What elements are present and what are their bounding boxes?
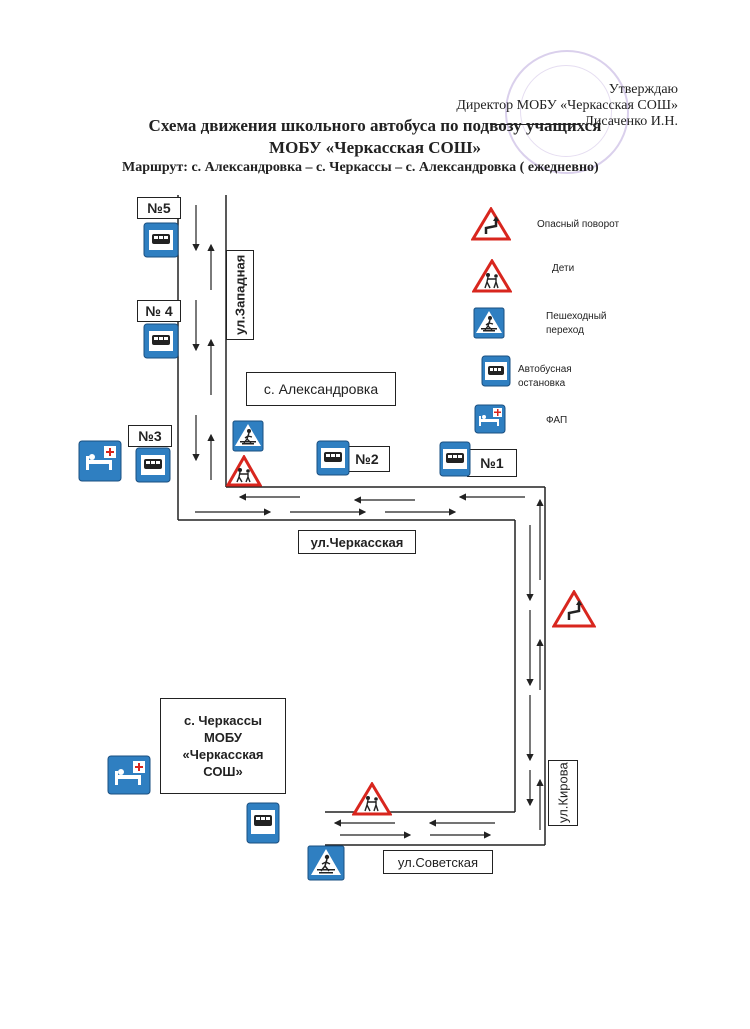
route-description: Маршрут: с. Александровка – с. Черкассы …: [122, 160, 599, 175]
dangerous-turn-sign-kirova: [552, 590, 596, 628]
bus-stop-sign-5: [143, 222, 179, 258]
stop-3-label: №3: [128, 425, 172, 447]
fap-sign-aleksandrovka: [78, 440, 122, 482]
school-line-1: с. Черкассы: [183, 713, 263, 728]
bus-stop-sign-2: [316, 440, 350, 476]
legend-crossing-icon: [473, 307, 505, 339]
legend-crossing-label: Пешеходный переход: [546, 310, 606, 338]
bus-stop-sign-4: [143, 323, 179, 359]
children-sign-school: [352, 782, 392, 816]
direction-arrows: [192, 205, 544, 839]
approval-line-3: Лисаченко И.Н.: [456, 114, 678, 130]
bus-stop-sign-1: [439, 441, 471, 477]
stop-2-label: №2: [344, 446, 390, 472]
legend-dangerous-turn-label: Опасный поворот: [537, 219, 620, 230]
legend-children-icon: [472, 259, 512, 293]
village-cherkassy-school: с. Черкассы МОБУ «Черкасская СОШ»: [160, 698, 286, 794]
school-line-4: СОШ»: [203, 764, 243, 779]
crossing-sign-aleksandrovka: [232, 420, 264, 452]
approval-block: Утверждаю Директор МОБУ «Черкасская СОШ»…: [456, 82, 678, 130]
school-line-3: «Черкасская: [182, 747, 264, 762]
fap-sign-cherkassy: [107, 755, 151, 795]
street-cherkasskaya: ул.Черкасская: [298, 530, 416, 554]
legend-children-label: Дети: [552, 263, 575, 274]
legend-bus-stop-line-1: Автобусная: [518, 364, 572, 375]
bus-stop-sign-3: [135, 447, 171, 483]
street-sovetskaya: ул.Советская: [383, 850, 493, 874]
legend-bus-stop-icon: [481, 355, 511, 387]
street-zapadnaya: ул.Западная: [226, 250, 254, 340]
street-kirova: ул.Кирова: [548, 760, 578, 826]
legend-crossing-line-2: переход: [546, 325, 584, 336]
legend-crossing-line-1: Пешеходный: [546, 311, 607, 322]
stop-5-label: №5: [137, 197, 181, 219]
children-sign-aleksandrovka: [226, 455, 262, 487]
bus-stop-sign-school: [246, 802, 280, 844]
official-stamp: [505, 50, 629, 174]
official-stamp-inner: [520, 65, 612, 157]
legend-bus-stop-line-2: остановка: [518, 378, 566, 389]
approval-line-1: Утверждаю: [608, 82, 678, 97]
page-title: Схема движения школьного автобуса по под…: [148, 116, 602, 135]
page-subtitle: МОБУ «Черкасская СОШ»: [269, 138, 481, 157]
stop-4-label: № 4: [137, 300, 181, 322]
legend-fap-icon: [474, 404, 506, 434]
school-line-2: МОБУ: [203, 730, 243, 745]
legend-bus-stop-label: Автобусная остановка: [518, 363, 572, 391]
approval-line-2: Директор МОБУ «Черкасская СОШ»: [456, 98, 678, 113]
crossing-sign-school: [307, 845, 345, 881]
village-aleksandrovka: с. Александровка: [246, 372, 396, 406]
legend-dangerous-turn-icon: [471, 207, 511, 241]
stop-1-label: №1: [467, 449, 517, 477]
approval-signer: Лисаченко И.Н.: [584, 114, 678, 129]
legend-fap-label: ФАП: [546, 415, 568, 426]
